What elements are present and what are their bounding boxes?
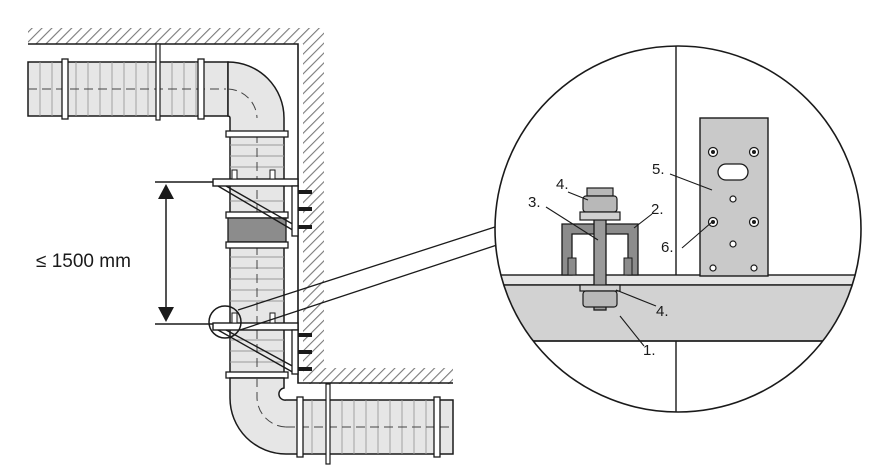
- support-rail-body: [495, 284, 861, 342]
- detail-leader-top: [237, 225, 499, 311]
- callout-1: 1.: [643, 342, 656, 359]
- lower-elbow: [229, 377, 301, 455]
- upper-horizontal-duct: [27, 43, 229, 121]
- support-rail: [495, 274, 861, 286]
- vertical-wall-hatch: [303, 28, 324, 368]
- callout-4-bottom: 4.: [656, 303, 669, 320]
- connector-sleeve: [227, 217, 287, 243]
- callout-2: 2.: [651, 201, 664, 218]
- callout-4-top: 4.: [556, 176, 569, 193]
- vertical-duct-run: [225, 130, 289, 379]
- callout-6: 6.: [661, 239, 674, 256]
- callout-5: 5.: [652, 161, 665, 178]
- detail-marker-circle: [208, 305, 242, 339]
- detail-view: 4. 3. 2. 5. 6. 4. 1.: [494, 45, 862, 413]
- detail-leader-bottom: [239, 243, 501, 331]
- lower-wall-bracket: [208, 305, 312, 375]
- ceiling-hatch: [28, 28, 303, 44]
- dimension-label: ≤ 1500 mm: [36, 251, 131, 272]
- lower-horizontal-duct: [286, 383, 454, 465]
- dimension-arrow: [155, 181, 213, 325]
- upper-elbow: [227, 61, 285, 135]
- lower-wall-hatch: [303, 368, 453, 384]
- top-nut: [579, 187, 621, 221]
- callout-3: 3.: [528, 194, 541, 211]
- callout-leaders: [545, 173, 713, 347]
- upper-wall-bracket: [212, 169, 312, 237]
- channel-clamp: [561, 223, 639, 276]
- bottom-nut: [579, 284, 621, 308]
- angle-plate: [699, 117, 769, 277]
